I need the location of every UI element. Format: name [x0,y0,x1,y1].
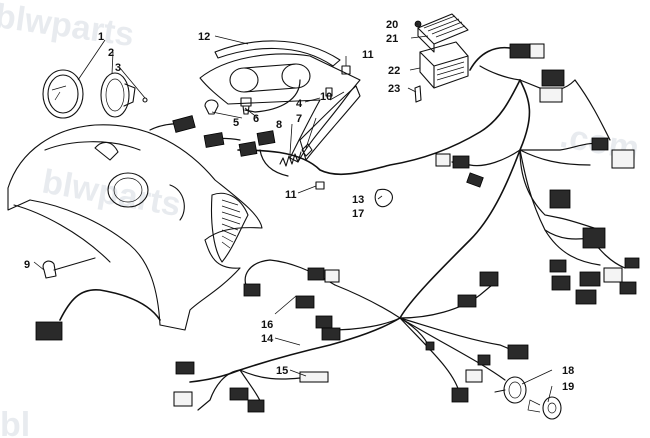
callout-22: 22 [388,65,400,77]
bulb-sockets [204,97,252,115]
callout-19: 19 [562,381,574,393]
ignition-switch [494,376,562,420]
wiring-harness [59,46,626,411]
callout-16: 16 [261,319,273,331]
callout-14: 14 [261,333,274,345]
callout-1: 1 [98,31,104,43]
callout-15: 15 [276,365,288,377]
callout-8: 8 [276,119,282,131]
callout-11-lower: 11 [285,189,297,201]
headlight-housing [199,40,361,163]
callout-17: 17 [352,208,364,220]
connectors [35,43,640,413]
callout-12: 12 [198,31,210,43]
clip-lower [315,181,325,190]
hood-vent-grille [210,192,249,263]
callout-7: 7 [296,113,302,125]
callout-21: 21 [386,33,398,45]
screw-small [301,143,313,157]
callout-labels: 1 2 3 4 5 6 7 8 9 10 11 11 12 13 14 15 1… [24,19,574,393]
callout-3: 3 [115,62,121,74]
spring [279,151,302,167]
callout-20: 20 [386,19,398,31]
hood-assembly [7,124,263,331]
callout-11-upper: 11 [362,49,374,61]
callout-10: 10 [320,91,332,103]
callout-leaders [33,23,553,403]
callout-9: 9 [24,259,30,271]
callout-18: 18 [562,365,574,377]
callout-13: 13 [352,194,364,206]
callout-5: 5 [233,117,239,129]
ring-clip [374,188,393,208]
voltage-regulator [414,13,469,103]
gauge-assembly [42,69,148,119]
callout-4: 4 [296,98,303,110]
watermark-text-top: blwparts [0,0,136,54]
callout-2: 2 [108,47,114,59]
watermark-text-mid: blwparts [39,163,183,225]
callout-6: 6 [253,113,259,125]
callout-23: 23 [388,83,400,95]
watermark-text-bottom: bl [0,406,30,438]
bolt [42,257,96,279]
